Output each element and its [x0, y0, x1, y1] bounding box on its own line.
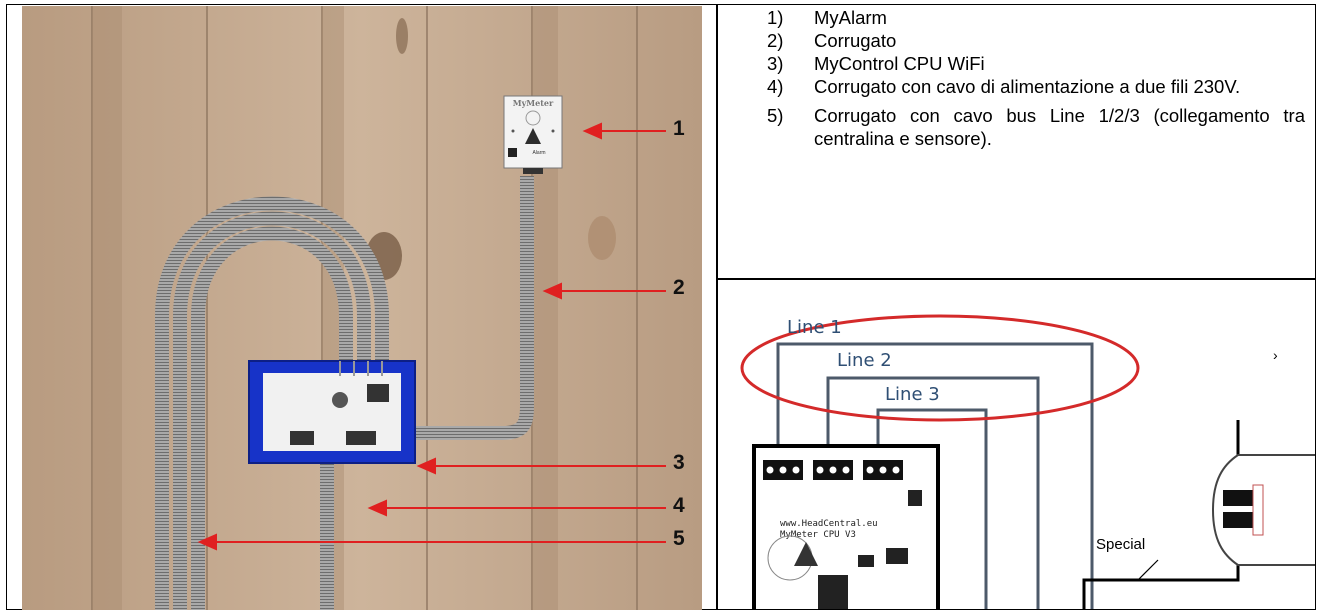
legend-list: 1)MyAlarm 2)Corrugato 3)MyControl CPU Wi… — [767, 6, 1305, 150]
legend-item-2: 2)Corrugato — [767, 29, 1305, 52]
line-1-label: Line 1 — [787, 317, 842, 338]
legend-item-1: 1)MyAlarm — [767, 6, 1305, 29]
wiring-diagram: www.HeadCentral.eu MyMeter CPU V3 › Line… — [718, 280, 1315, 609]
legend-item-3: 3)MyControl CPU WiFi — [767, 52, 1305, 75]
callout-2: 2 — [673, 276, 685, 300]
line-2-label: Line 2 — [837, 350, 892, 371]
installation-photo: MyMeter Alarm — [22, 6, 702, 610]
installation-illustration: MyMeter Alarm — [22, 6, 702, 610]
line-3-label: Line 3 — [885, 384, 940, 405]
cpu-board: www.HeadCentral.eu MyMeter CPU V3 — [754, 446, 938, 609]
callout-3: 3 — [673, 451, 685, 475]
svg-text:Alarm: Alarm — [532, 150, 545, 156]
myalarm-device: MyMeter Alarm — [504, 96, 562, 174]
svg-text:MyMeter CPU V3: MyMeter CPU V3 — [780, 530, 856, 540]
legend-item-4: 4)Corrugato con cavo di alimentazione a … — [767, 75, 1305, 98]
svg-text:›: › — [1273, 347, 1278, 363]
callout-5: 5 — [673, 527, 685, 551]
callout-1: 1 — [673, 117, 685, 141]
svg-text:MyMeter: MyMeter — [513, 98, 554, 108]
svg-text:www.HeadCentral.eu: www.HeadCentral.eu — [780, 519, 878, 529]
cpu-box — [249, 361, 415, 463]
callout-4: 4 — [673, 494, 685, 518]
special-label: Special — [1096, 536, 1145, 553]
sensor-connector — [1213, 455, 1315, 565]
legend-item-5: 5)Corrugato con cavo bus Line 1/2/3 (col… — [767, 104, 1305, 150]
